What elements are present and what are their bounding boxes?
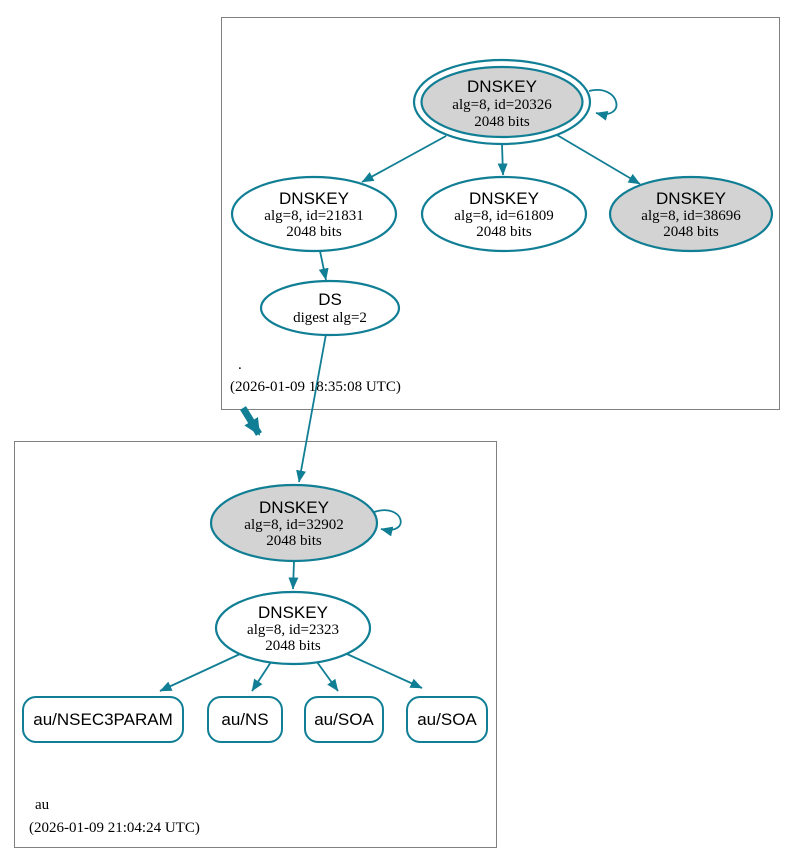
rrset-soa-1-node[interactable]: au/SOA [304,696,384,743]
dnskey-32902-size: 2048 bits [266,533,322,549]
dnskey-20326-size: 2048 bits [474,114,530,130]
edge-2323-to-ns [251,661,272,692]
dnskey-61809-shape [420,175,588,253]
zone-au-timestamp: (2026-01-09 21:04:24 UTC) [29,820,200,836]
dnskey-32902-detail: alg=8, id=32902 [244,517,343,533]
dnskey-2323-detail: alg=8, id=2323 [247,622,339,638]
ds-detail: digest alg=2 [293,310,367,326]
edge-root-to-au-delegation [240,406,262,436]
edge-2323-to-nsec3param [159,653,241,692]
rrset-soa-1-shape [304,696,384,743]
dnskey-32902-node[interactable]: DNSKEY alg=8, id=32902 2048 bits [209,483,379,563]
dnskey-32902-type: DNSKEY [259,498,329,517]
edge-ds-to-32902 [296,333,327,483]
dnskey-21831-detail: alg=8, id=21831 [264,208,363,224]
zone-root-timestamp: (2026-01-09 18:35:08 UTC) [230,379,401,395]
dnskey-21831-shape [230,175,398,253]
ds-type: DS [318,290,342,309]
dnskey-21831-type: DNSKEY [279,189,349,208]
edge-20326-to-61809 [497,143,508,176]
dnskey-32902-shape [209,483,379,563]
edge-20326-to-21831 [361,135,447,183]
edge-2323-to-soa-2 [346,653,423,689]
zone-au-label: au [35,797,50,813]
dnskey-20326-inner-ring [420,65,584,139]
dnskey-2323-node[interactable]: DNSKEY alg=8, id=2323 2048 bits [214,590,372,666]
edge-32902-to-2323 [288,560,299,590]
edge-20326-to-38696 [556,134,641,185]
rrset-nsec3param-label: au/NSEC3PARAM [33,710,173,729]
zone-box-root [221,17,780,410]
rrset-nsec3param-shape [22,696,184,743]
zone-root-label: . [238,357,242,373]
dnskey-2323-size: 2048 bits [265,638,321,654]
dnskey-61809-node[interactable]: DNSKEY alg=8, id=61809 2048 bits [420,175,588,253]
dnskey-21831-node[interactable]: DNSKEY alg=8, id=21831 2048 bits [230,175,398,253]
edge-20326-self-loop [588,88,618,121]
rrset-ns-shape [207,696,283,743]
dnskey-21831-size: 2048 bits [286,224,342,240]
dnskey-2323-type: DNSKEY [258,603,328,622]
dnskey-38696-detail: alg=8, id=38696 [641,208,741,224]
dnskey-38696-type: DNSKEY [656,189,726,208]
dnskey-20326-detail: alg=8, id=20326 [452,97,552,113]
dnskey-20326-node[interactable]: DNSKEY alg=8, id=20326 2048 bits [412,58,592,146]
ds-shape [259,279,401,337]
dnskey-61809-detail: alg=8, id=61809 [454,208,553,224]
dnskey-2323-shape [214,590,372,666]
dnskey-38696-shape [608,175,774,253]
ds-node[interactable]: DS digest alg=2 [259,279,401,337]
rrset-soa-2-label: au/SOA [417,710,477,729]
rrset-soa-2-node[interactable]: au/SOA [406,696,488,743]
dnskey-38696-size: 2048 bits [663,224,719,240]
rrset-ns-node[interactable]: au/NS [207,696,283,743]
edge-2323-to-soa-1 [316,661,339,692]
rrset-soa-2-shape [406,696,488,743]
dnskey-20326-type: DNSKEY [467,77,537,96]
dnskey-38696-node[interactable]: DNSKEY alg=8, id=38696 2048 bits [608,175,774,253]
rrset-ns-label: au/NS [221,710,268,729]
rrset-soa-1-label: au/SOA [314,710,374,729]
edge-32902-self-loop [373,509,402,537]
dnskey-61809-type: DNSKEY [469,189,539,208]
edge-21831-to-ds [318,250,329,281]
rrset-nsec3param-node[interactable]: au/NSEC3PARAM [22,696,184,743]
dnskey-61809-size: 2048 bits [476,224,532,240]
zone-box-au [14,441,497,848]
